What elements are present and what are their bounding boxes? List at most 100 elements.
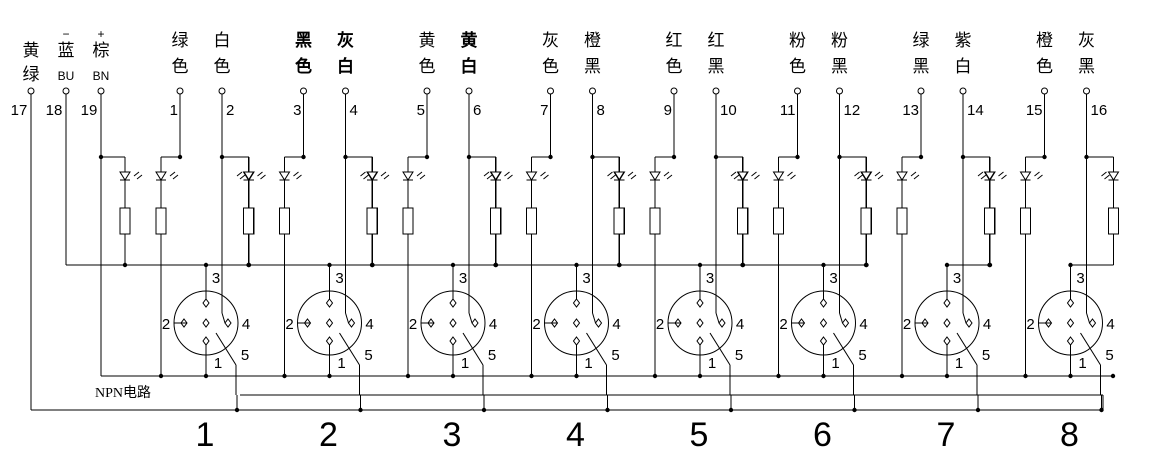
connector-pin-5: [696, 318, 704, 328]
wire-color-a-bottom: 色: [1036, 57, 1053, 77]
junction-dot: [1023, 373, 1028, 379]
resistor: [490, 207, 501, 235]
terminal-number: 17: [11, 102, 28, 119]
wire-color-a-bottom: 色: [666, 57, 683, 77]
terminal-14: [959, 87, 967, 95]
junction-dot: [548, 154, 553, 160]
pin5-wire: [339, 332, 360, 366]
led-light-icon: [360, 171, 369, 180]
polarity-sign: −: [62, 27, 69, 41]
junction-dot: [327, 373, 332, 379]
terminal-number-a: 13: [902, 102, 919, 119]
pin4-wire: [221, 312, 226, 324]
led-light-icon: [730, 171, 740, 180]
junction-dot: [1042, 154, 1047, 160]
junction-dot: [821, 373, 826, 379]
connector-pin-5: [819, 318, 828, 328]
wire-color-top: 棕: [93, 41, 110, 61]
connector-pin-5: [325, 318, 334, 328]
pin-label-4: 4: [242, 316, 250, 333]
terminal-1: [176, 87, 184, 95]
connector-pin-1: [572, 336, 581, 346]
terminal-number-b: 16: [1091, 102, 1108, 119]
wire-color-a-bottom: 色: [295, 56, 312, 77]
channel-number: 8: [1060, 416, 1079, 454]
connector-pin-4: [471, 318, 479, 328]
wire-color-a-bottom: 黑: [913, 57, 930, 77]
junction-dot: [944, 373, 950, 379]
junction-dot: [177, 154, 183, 160]
connector-pin-3: [449, 298, 457, 308]
resistor: [155, 207, 167, 235]
junction-dot: [369, 262, 375, 268]
pin-label-4: 4: [859, 316, 867, 333]
connector-pin-4: [718, 318, 726, 328]
led-icon: [489, 171, 502, 181]
wire-color-a-top: 灰: [542, 31, 559, 51]
terminal-number-b: 10: [720, 102, 737, 119]
led-light-icon: [133, 171, 143, 180]
pin-label-5: 5: [364, 347, 372, 364]
terminal-4: [342, 87, 349, 95]
connector-pin-5: [943, 318, 951, 328]
led-icon: [242, 171, 255, 181]
terminal-7: [547, 87, 554, 95]
connector-pin-1: [325, 336, 334, 346]
wire-color-a-bottom: 色: [172, 57, 189, 77]
pin5-wire: [462, 332, 484, 366]
resistor: [1020, 207, 1031, 235]
pin-label-1: 1: [584, 355, 592, 372]
wire-color-a-top: 橙: [1036, 31, 1053, 51]
connector-pin-3: [325, 298, 334, 308]
connector-pin-3: [819, 298, 828, 308]
led-icon: [402, 171, 414, 181]
pin-label-3: 3: [1076, 270, 1084, 287]
junction-dot: [671, 154, 677, 160]
terminal-number-a: 11: [780, 102, 796, 119]
led-light-icon: [663, 171, 673, 180]
terminal-13: [917, 87, 925, 95]
junction-dot: [481, 407, 487, 413]
led-icon: [649, 171, 661, 181]
pin-label-2: 2: [1026, 316, 1034, 333]
terminal-3: [300, 87, 307, 95]
pin-label-4: 4: [365, 316, 373, 333]
led-light-icon: [504, 171, 513, 180]
led-light-icon: [627, 171, 637, 180]
wire-color-top: 蓝: [58, 41, 75, 61]
wire-color-b-bottom: 白: [337, 56, 354, 77]
pin-label-2: 2: [656, 316, 664, 333]
connector-pin-5: [572, 318, 581, 328]
terminal-number-b: 12: [844, 102, 861, 119]
led-light-icon: [787, 171, 796, 180]
terminal-number-a: 5: [417, 102, 425, 119]
junction-dot: [776, 373, 781, 379]
pin-label-1: 1: [214, 355, 222, 372]
pin4-wire: [839, 312, 843, 324]
resistor: [984, 207, 995, 235]
wire-color-bottom: BU: [58, 69, 75, 83]
terminal-2: [218, 87, 226, 95]
pin5-wire: [1080, 332, 1101, 366]
terminal-number-b: 14: [967, 102, 984, 119]
led-icon: [736, 171, 749, 181]
led-light-icon: [540, 171, 549, 180]
resistor: [402, 207, 414, 235]
junction-dot: [1068, 373, 1073, 379]
led-icon: [1107, 171, 1120, 181]
wire-color-b-bottom: 黑: [831, 57, 848, 77]
pin-label-1: 1: [337, 355, 345, 372]
led-icon: [896, 171, 908, 181]
wire-color-b-top: 灰: [337, 30, 354, 51]
junction-dot: [529, 373, 534, 379]
channel-number: 3: [443, 416, 462, 454]
pin5-wire: [215, 332, 237, 366]
led-light-icon: [998, 171, 1007, 180]
resistor: [860, 207, 872, 235]
pin-label-2: 2: [409, 316, 417, 333]
junction-dot: [122, 262, 128, 268]
connector-pin-5: [202, 318, 210, 328]
